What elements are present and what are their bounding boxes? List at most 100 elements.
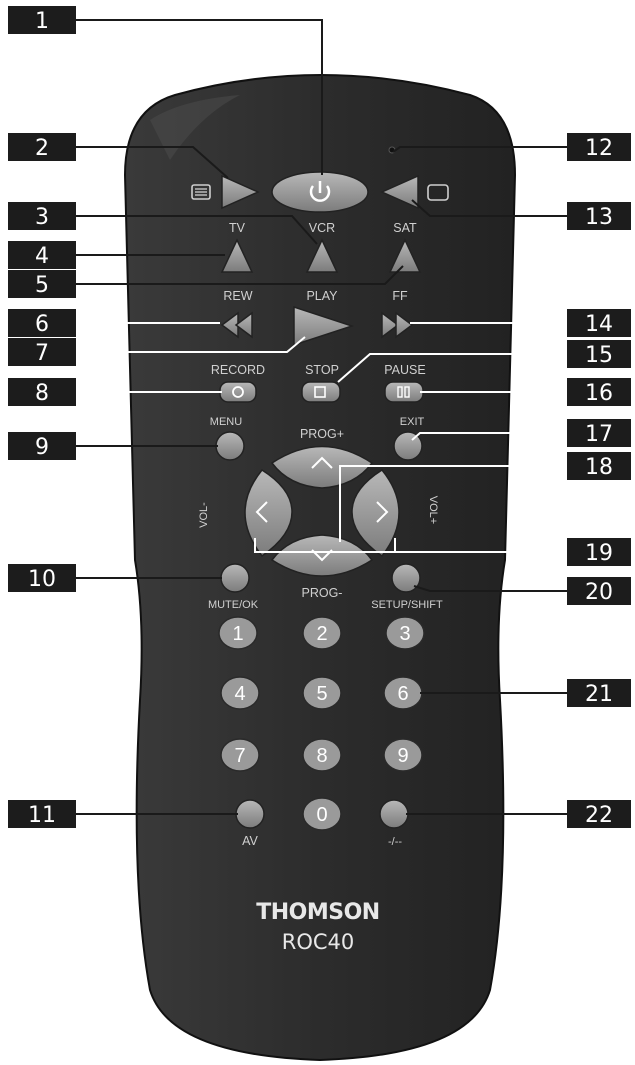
pause-button[interactable]	[384, 381, 424, 403]
callout-20: 20	[567, 577, 631, 605]
tv-label: TV	[229, 221, 246, 235]
menu-button[interactable]	[215, 431, 245, 461]
svg-text:17: 17	[585, 422, 613, 447]
svg-text:8: 8	[35, 381, 49, 406]
ff-button[interactable]	[381, 311, 414, 339]
key-0[interactable]: 0	[302, 797, 342, 831]
teletext-button[interactable]	[221, 174, 260, 210]
callout-19: 19	[567, 538, 631, 566]
dash-button[interactable]	[379, 799, 409, 829]
rew-button[interactable]	[220, 311, 253, 339]
stop-icon	[314, 386, 326, 398]
svg-text:10: 10	[28, 567, 56, 592]
svg-text:6: 6	[35, 312, 49, 337]
sat-button[interactable]	[388, 238, 422, 273]
sat-label: SAT	[393, 221, 417, 235]
svg-text:21: 21	[585, 682, 613, 707]
callout-14: 14	[567, 309, 631, 337]
tv-button[interactable]	[220, 238, 254, 273]
vcr-button[interactable]	[305, 238, 339, 273]
svg-text:6: 6	[397, 683, 408, 705]
svg-text:2: 2	[316, 623, 327, 645]
svg-text:3: 3	[399, 623, 410, 645]
vcr-label: VCR	[309, 221, 335, 235]
key-8[interactable]: 8	[302, 738, 342, 772]
key-7[interactable]: 7	[220, 738, 260, 772]
mute-ok-button[interactable]	[220, 563, 250, 593]
svg-text:1: 1	[232, 623, 243, 645]
tv-mode-button[interactable]	[380, 174, 419, 210]
prog-plus-label: PROG+	[300, 427, 344, 441]
rew-label: REW	[223, 289, 252, 303]
callout-6: 6	[8, 309, 76, 337]
callout-21: 21	[567, 679, 631, 707]
svg-text:16: 16	[585, 381, 613, 406]
stop-label: STOP	[305, 363, 339, 377]
svg-text:20: 20	[585, 580, 613, 605]
svg-text:9: 9	[397, 745, 408, 767]
key-2[interactable]: 2	[302, 616, 342, 650]
play-label: PLAY	[306, 289, 338, 303]
callout-13: 13	[567, 202, 631, 230]
callout-1: 1	[8, 6, 76, 34]
svg-text:14: 14	[585, 312, 613, 337]
callout-7: 7	[8, 338, 76, 366]
svg-text:4: 4	[234, 683, 245, 705]
svg-text:19: 19	[585, 541, 613, 566]
prog-minus-label: PROG-	[302, 586, 343, 600]
record-icon	[232, 386, 244, 398]
key-6[interactable]: 6	[383, 676, 423, 710]
callout-9: 9	[8, 432, 76, 460]
svg-text:4: 4	[35, 244, 49, 269]
svg-text:12: 12	[585, 136, 613, 161]
prog-minus-button[interactable]	[270, 534, 374, 577]
key-5[interactable]: 5	[302, 676, 342, 710]
vol-plus-label: VOL+	[427, 496, 439, 524]
key-9[interactable]: 9	[383, 738, 423, 772]
callout-4: 4	[8, 241, 76, 269]
setup-shift-button[interactable]	[391, 563, 421, 593]
power-icon	[309, 181, 331, 202]
svg-text:8: 8	[316, 745, 327, 767]
callout-12: 12	[567, 133, 631, 161]
mute-ok-label: MUTE/OK	[208, 599, 259, 611]
stop-button[interactable]	[301, 381, 341, 403]
svg-text:7: 7	[35, 341, 49, 366]
svg-text:18: 18	[585, 455, 613, 480]
exit-button[interactable]	[393, 431, 423, 461]
vol-minus-label: VOL-	[198, 502, 210, 528]
left-arrow-icon	[255, 501, 268, 523]
av-button[interactable]	[235, 799, 265, 829]
svg-text:5: 5	[35, 273, 49, 298]
down-arrow-icon	[311, 549, 333, 562]
svg-text:13: 13	[585, 205, 613, 230]
record-button[interactable]	[219, 381, 257, 403]
vol-minus-button[interactable]	[244, 469, 293, 558]
brand-logo: THOMSON	[256, 900, 379, 925]
svg-text:15: 15	[585, 343, 613, 368]
callout-3: 3	[8, 202, 76, 230]
svg-text:11: 11	[28, 803, 56, 828]
exit-label: EXIT	[400, 416, 425, 428]
callout-18: 18	[567, 452, 631, 480]
prog-plus-button[interactable]	[270, 445, 374, 489]
callout-2: 2	[8, 133, 76, 161]
model-name: ROC40	[282, 930, 355, 954]
callout-17: 17	[567, 419, 631, 447]
setup-shift-label: SETUP/SHIFT	[371, 599, 443, 611]
key-4[interactable]: 4	[220, 676, 260, 710]
play-button[interactable]	[293, 305, 355, 347]
callout-5: 5	[8, 270, 76, 298]
pause-icon	[397, 386, 410, 398]
key-1[interactable]: 1	[218, 616, 258, 650]
ff-label: FF	[392, 289, 408, 303]
vol-plus-button[interactable]	[351, 469, 400, 558]
key-3[interactable]: 3	[385, 616, 425, 650]
svg-text:3: 3	[35, 205, 49, 230]
up-arrow-icon	[311, 456, 333, 469]
callout-11: 11	[8, 800, 76, 828]
callout-8: 8	[8, 378, 76, 406]
callout-16: 16	[567, 378, 631, 406]
tv-screen-icon	[427, 184, 449, 201]
